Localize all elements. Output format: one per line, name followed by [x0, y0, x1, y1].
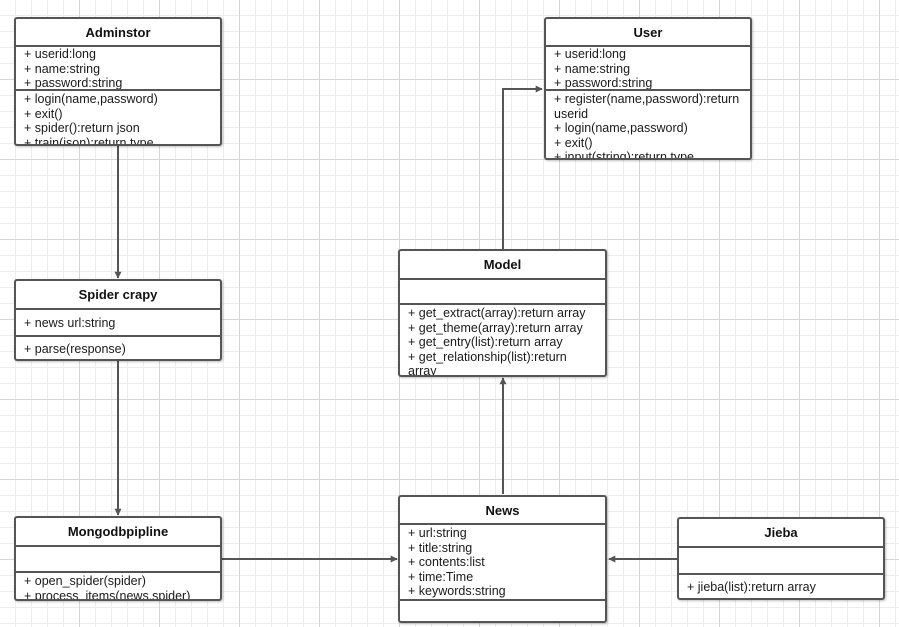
- uml-member-line: + name:string: [554, 61, 631, 76]
- class-mongodb-methods: + open_spider(spider)+ process_items(new…: [16, 573, 220, 601]
- class-adminstor[interactable]: Adminstor + userid:long+ name:string+ pa…: [14, 17, 222, 146]
- uml-member-line: + time:Time: [408, 569, 474, 584]
- uml-member-line: + contents:list: [408, 555, 485, 569]
- uml-member-line: + name:string: [24, 61, 101, 76]
- uml-member-line: + get_entry(list):return array: [408, 335, 563, 349]
- arrow-model-to-user: [502, 85, 543, 249]
- uml-member-line: + jieba(list):return array: [687, 580, 816, 594]
- class-model[interactable]: Model + get_extract(array):return array+…: [398, 249, 607, 377]
- class-news-name: News: [400, 497, 605, 525]
- class-user-attributes: + userid:long+ name:string+ password:str…: [546, 47, 750, 91]
- class-spider-methods: + parse(response): [16, 337, 220, 357]
- class-spider-crapy[interactable]: Spider crapy + news url:string + parse(r…: [14, 279, 222, 361]
- uml-member-line: + login(name,password): [24, 92, 158, 106]
- uml-member-line: + parse(response): [24, 342, 126, 356]
- uml-member-line: + register(name,password):return userid: [554, 92, 740, 121]
- class-jieba[interactable]: Jieba + jieba(list):return array: [677, 517, 885, 600]
- uml-member-line: + spider():return json: [24, 121, 140, 135]
- uml-member-line: + exit(): [24, 106, 63, 121]
- uml-member-line: + title:string: [408, 540, 473, 555]
- class-mongodb-attributes: [16, 547, 220, 573]
- uml-member-line: + get_extract(array):return array: [408, 306, 586, 320]
- uml-member-line: + userid:long: [24, 47, 96, 61]
- class-mongodb-name: Mongodbpipline: [16, 518, 220, 547]
- uml-member-line: + get_theme(array):return array: [408, 320, 583, 335]
- class-model-name: Model: [400, 251, 605, 280]
- class-adminstor-methods: + login(name,password)+ exit()+ spider()…: [16, 91, 220, 146]
- uml-member-line: + login(name,password): [554, 121, 688, 135]
- class-news[interactable]: News + url:string+ title:string+ content…: [398, 495, 607, 623]
- class-mongodbpipline[interactable]: Mongodbpipline + open_spider(spider)+ pr…: [14, 516, 222, 601]
- uml-member-line: + userid:long: [554, 47, 626, 61]
- class-user-name: User: [546, 19, 750, 47]
- uml-member-line: + exit(): [554, 135, 593, 150]
- class-jieba-methods: + jieba(list):return array: [679, 575, 883, 595]
- uml-member-line: + password:string: [554, 76, 653, 90]
- uml-member-line: + process_items(news,spider): [24, 588, 191, 601]
- class-user-methods: + register(name,password):return userid+…: [546, 91, 750, 160]
- class-jieba-name: Jieba: [679, 519, 883, 548]
- class-adminstor-name: Adminstor: [16, 19, 220, 47]
- class-user[interactable]: User + userid:long+ name:string+ passwor…: [544, 17, 752, 160]
- uml-member-line: + url:string: [408, 526, 467, 540]
- class-model-methods: + get_extract(array):return array+ get_t…: [400, 305, 605, 377]
- class-jieba-attributes: [679, 548, 883, 575]
- class-spider-name: Spider crapy: [16, 281, 220, 310]
- uml-member-line: + news url:string: [24, 316, 116, 330]
- class-adminstor-attributes: + userid:long+ name:string+ password:str…: [16, 47, 220, 91]
- uml-member-line: + get_relationship(list):return array: [408, 349, 567, 377]
- uml-member-line: + input(string):return type: [554, 150, 694, 160]
- class-spider-attributes: + news url:string: [16, 310, 220, 337]
- uml-member-line: + train(json):return type: [24, 135, 154, 146]
- class-news-attributes: + url:string+ title:string+ contents:lis…: [400, 525, 605, 601]
- uml-member-line: + password:string: [24, 76, 123, 90]
- class-model-attributes: [400, 280, 605, 305]
- uml-member-line: + keywords:string: [408, 584, 506, 598]
- uml-member-line: + open_spider(spider): [24, 574, 146, 588]
